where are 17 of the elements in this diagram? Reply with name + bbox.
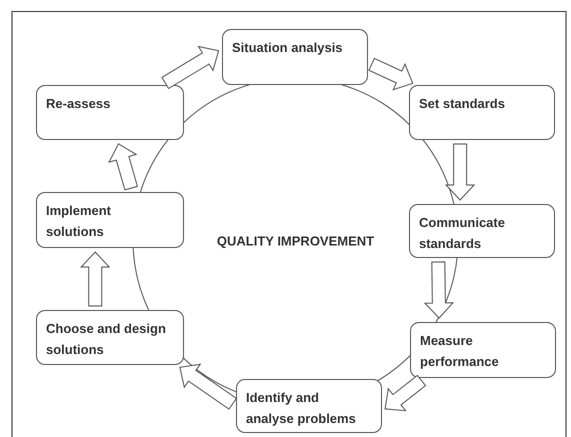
step-box: Set standards xyxy=(409,85,555,140)
step-box: Identify and analyse problems xyxy=(236,379,382,433)
step-box: Communicate standards xyxy=(409,204,555,258)
step-box: Implement solutions xyxy=(36,192,184,248)
block-arrow xyxy=(80,251,110,306)
block-arrow xyxy=(161,46,220,90)
cycle-title: QUALITY IMPROVEMENT xyxy=(216,232,374,250)
step-box: Choose and design solutions xyxy=(36,310,184,365)
step-box: Re-assess xyxy=(36,85,184,140)
block-arrow xyxy=(424,261,454,319)
block-arrow xyxy=(108,143,138,191)
block-arrow xyxy=(384,374,426,412)
step-box: Measure performance xyxy=(410,322,556,378)
step-box: Situation analysis xyxy=(222,29,368,85)
block-arrow xyxy=(368,58,414,91)
block-arrow xyxy=(179,364,238,410)
block-arrow xyxy=(444,144,476,201)
